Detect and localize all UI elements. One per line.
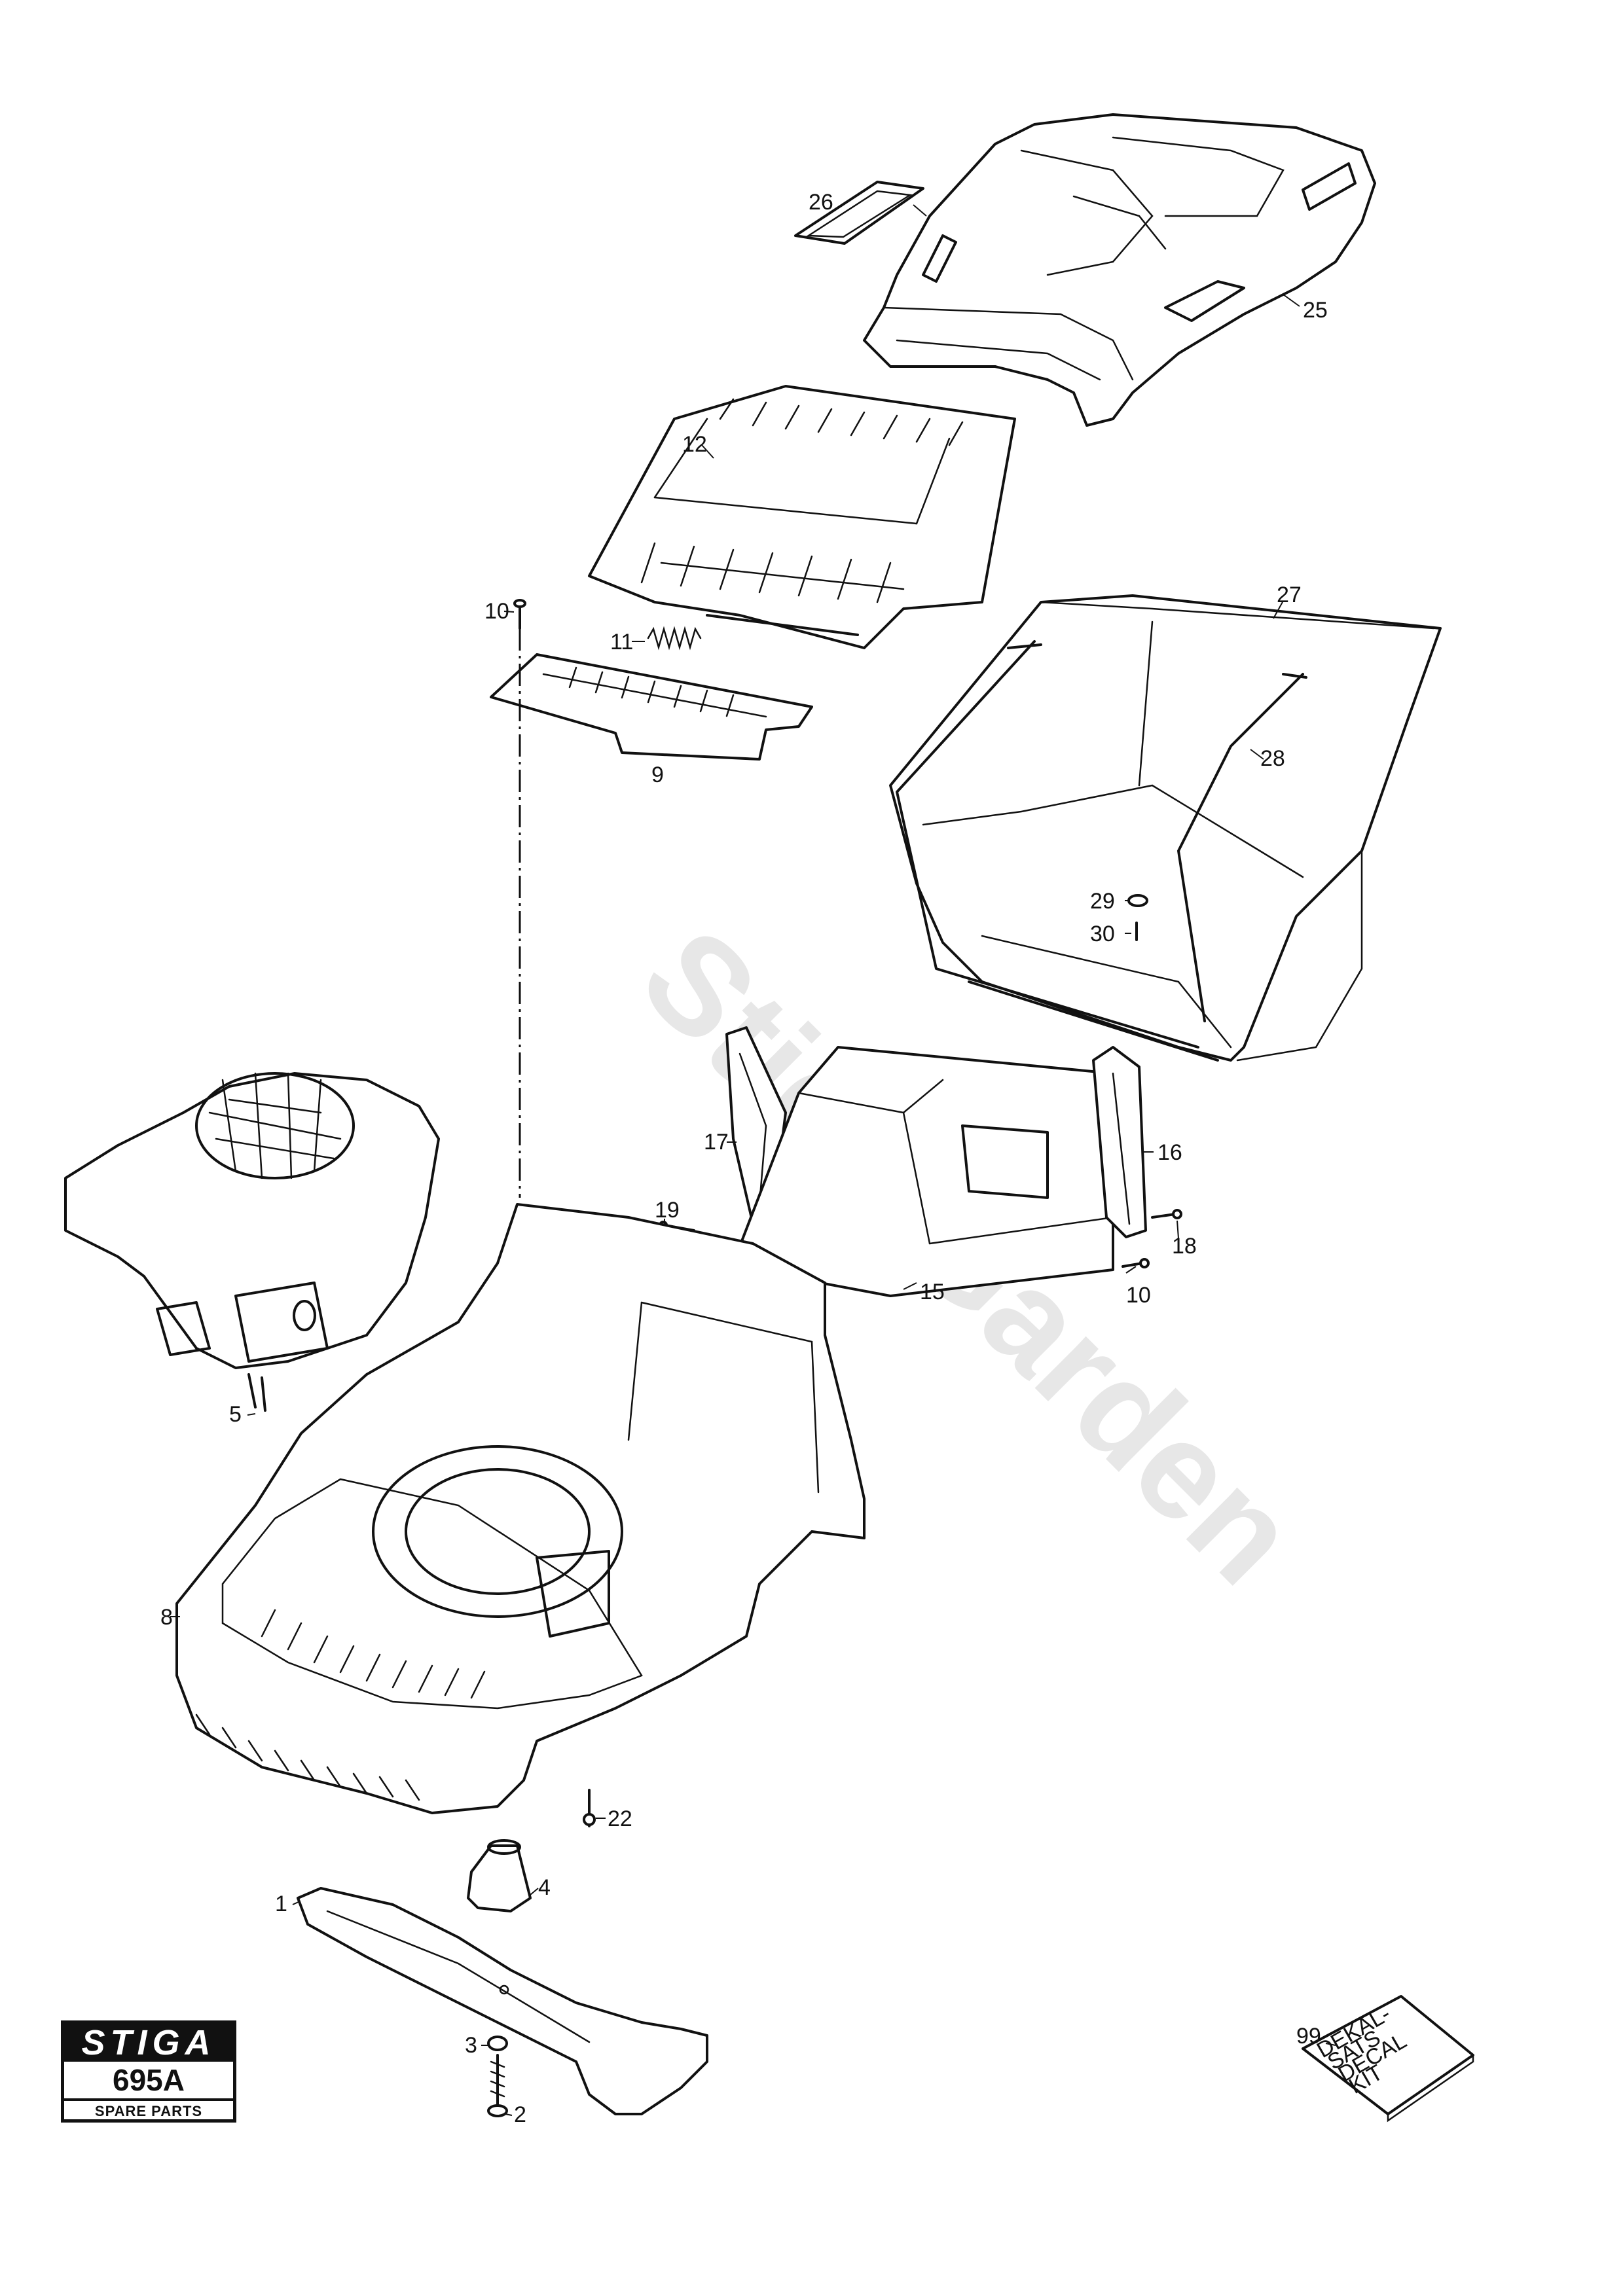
callout-27: 27 bbox=[1277, 583, 1302, 607]
part-12-engine-cover bbox=[588, 385, 1016, 649]
part-18-screw bbox=[1151, 1209, 1182, 1219]
part-10-screw-bottom bbox=[1122, 1258, 1150, 1268]
callout-labels: 26 25 12 27 10 11 28 9 29 30 17 16 19 18… bbox=[160, 190, 1328, 2127]
part-26-gasket bbox=[794, 181, 924, 245]
callout-1: 1 bbox=[275, 1892, 287, 1916]
part-27-grass-bag bbox=[889, 594, 1442, 1062]
part-11-spring bbox=[647, 626, 702, 651]
leader-lines bbox=[170, 204, 1336, 2116]
logo-model: 695A bbox=[64, 2062, 233, 2101]
part-5-engine bbox=[64, 1072, 440, 1412]
part-99-decal-kit: DEKAL- SATS DECAL KIT bbox=[1302, 1995, 1474, 2123]
callout-25: 25 bbox=[1303, 298, 1328, 323]
callout-2: 2 bbox=[514, 2102, 526, 2127]
part-29-washer bbox=[1127, 894, 1148, 907]
callout-9: 9 bbox=[651, 762, 664, 787]
callout-10-top: 10 bbox=[484, 599, 509, 624]
callout-16: 16 bbox=[1158, 1140, 1182, 1165]
part-25-hood bbox=[863, 113, 1376, 427]
part-8-deck bbox=[175, 1203, 866, 1814]
part-1-blade bbox=[297, 1887, 708, 2115]
part-4-blade-adaptor bbox=[467, 1839, 532, 1912]
logo-subtitle: SPARE PARTS bbox=[94, 2103, 203, 2119]
callout-29: 29 bbox=[1090, 889, 1115, 914]
logo-brand: STIGA bbox=[64, 2024, 233, 2062]
part-9-bracket bbox=[490, 653, 813, 761]
callout-19: 19 bbox=[655, 1198, 680, 1223]
part-10-screw-top bbox=[513, 599, 526, 630]
callout-28: 28 bbox=[1260, 746, 1285, 771]
callout-30: 30 bbox=[1090, 922, 1115, 946]
stiga-logo: STIGA 695A SPARE PARTS bbox=[61, 2020, 236, 2123]
part-16-bracket bbox=[1092, 1046, 1147, 1238]
part-2-bolt bbox=[487, 2054, 508, 2117]
callout-26: 26 bbox=[809, 190, 833, 215]
callout-18: 18 bbox=[1172, 1234, 1197, 1259]
callout-8: 8 bbox=[160, 1605, 173, 1630]
callout-15: 15 bbox=[920, 1280, 945, 1304]
callout-4: 4 bbox=[538, 1875, 551, 1900]
callout-12: 12 bbox=[682, 432, 707, 457]
callout-22: 22 bbox=[608, 1806, 632, 1831]
part-22-screw bbox=[583, 1789, 596, 1827]
callout-17: 17 bbox=[704, 1130, 729, 1155]
callout-3: 3 bbox=[465, 2033, 477, 2058]
part-28-handle-wire bbox=[896, 640, 1307, 1062]
callout-10-bottom: 10 bbox=[1126, 1283, 1151, 1308]
part-3-washer bbox=[487, 2036, 508, 2051]
callout-99: 99 bbox=[1296, 2024, 1321, 2049]
callout-5: 5 bbox=[229, 1402, 242, 1427]
callout-11: 11 bbox=[610, 630, 633, 655]
